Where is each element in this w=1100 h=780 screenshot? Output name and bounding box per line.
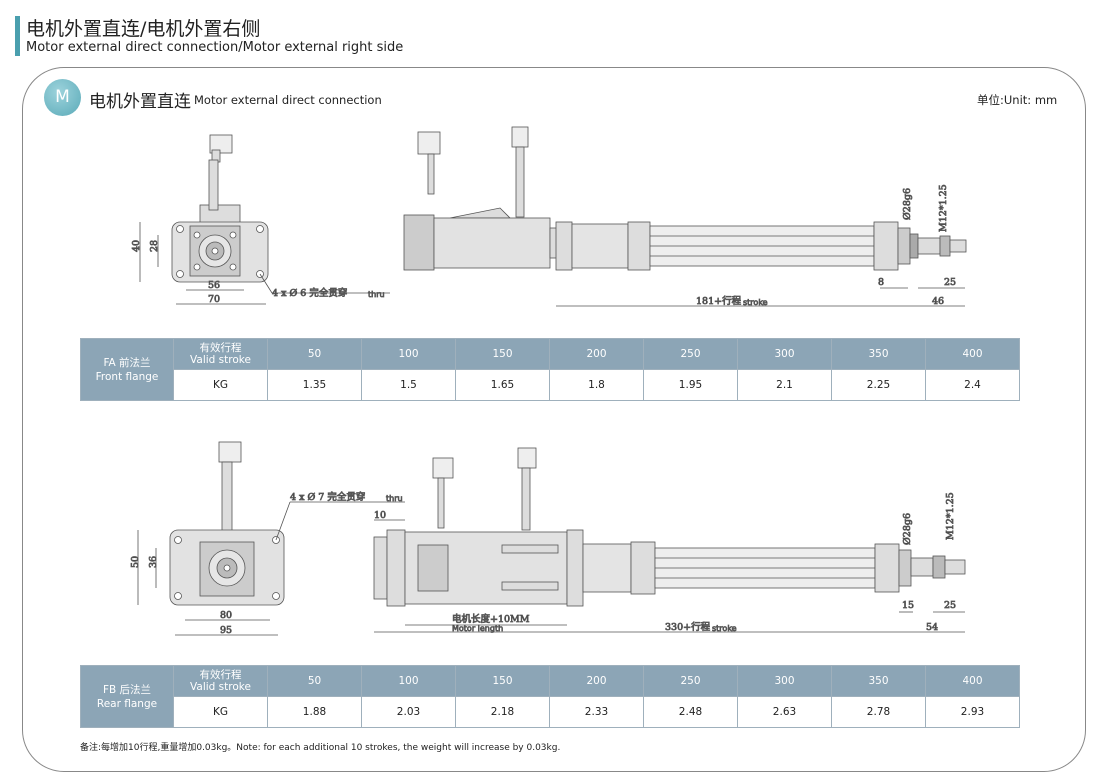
table-row: KG 1.35 1.5 1.65 1.8 1.95 2.1 2.25 2.4	[81, 369, 1020, 401]
svg-text:8: 8	[878, 277, 884, 288]
svg-text:Ø28g6: Ø28g6	[902, 188, 913, 220]
svg-text:4 x Ø 7 完全贯穿: 4 x Ø 7 完全贯穿	[290, 491, 365, 503]
weight-cell: 1.5	[361, 369, 456, 401]
stroke-cell: 350	[831, 338, 926, 370]
stroke-cell: 350	[831, 665, 926, 697]
weight-cell: 1.88	[267, 696, 362, 728]
weight-cell: 2.48	[643, 696, 738, 728]
svg-text:M12*1.25: M12*1.25	[945, 492, 956, 540]
svg-text:Motor length: Motor length	[452, 624, 503, 633]
svg-text:80: 80	[220, 610, 232, 621]
svg-text:电机长度+10MM: 电机长度+10MM	[452, 613, 530, 625]
svg-text:50: 50	[130, 556, 141, 568]
weight-cell: 1.95	[643, 369, 738, 401]
stroke-cell: 250	[643, 338, 738, 370]
weight-cell: 2.1	[737, 369, 832, 401]
svg-text:10: 10	[374, 510, 386, 521]
table-row: KG 1.88 2.03 2.18 2.33 2.48 2.63 2.78 2.…	[81, 696, 1020, 728]
title-accent-bar	[15, 16, 20, 56]
footnote: 备注:每增加10行程,重量增加0.03kg。Note: for each add…	[80, 743, 561, 753]
weight-cell: 2.25	[831, 369, 926, 401]
svg-text:54: 54	[926, 622, 938, 633]
weight-cell: 2.03	[361, 696, 456, 728]
stroke-cell: 250	[643, 665, 738, 697]
unit-label: 单位:Unit: mm	[977, 93, 1058, 107]
svg-text:181+行程: 181+行程	[696, 295, 742, 307]
svg-text:thru: thru	[368, 290, 385, 299]
stroke-cell: 300	[737, 338, 832, 370]
content-panel	[22, 67, 1086, 772]
weight-cell: 2.63	[737, 696, 832, 728]
svg-text:36: 36	[148, 556, 159, 568]
weight-cell: 2.78	[831, 696, 926, 728]
svg-text:70: 70	[208, 294, 220, 305]
section-badge: M	[44, 79, 81, 116]
svg-text:25: 25	[944, 277, 956, 288]
page-title: 电机外置直连/电机外置右侧	[26, 18, 261, 40]
svg-text:46: 46	[932, 296, 944, 307]
stroke-cell: 150	[455, 665, 550, 697]
svg-text:Ø28g6: Ø28g6	[902, 513, 913, 545]
stroke-cell: 300	[737, 665, 832, 697]
svg-text:stroke: stroke	[743, 298, 768, 307]
stroke-cell: 200	[549, 338, 644, 370]
kg-label: KG	[173, 369, 268, 401]
svg-text:330+行程: 330+行程	[665, 621, 711, 633]
svg-text:25: 25	[944, 600, 956, 611]
svg-text:40: 40	[131, 240, 142, 252]
weight-cell: 2.18	[455, 696, 550, 728]
kg-label: KG	[173, 696, 268, 728]
svg-text:stroke: stroke	[712, 624, 737, 633]
stroke-cell: 50	[267, 665, 362, 697]
svg-text:28: 28	[149, 240, 160, 252]
weight-cell: 1.35	[267, 369, 362, 401]
svg-text:4 x Ø 6 完全贯穿: 4 x Ø 6 完全贯穿	[272, 287, 347, 299]
svg-text:95: 95	[220, 625, 232, 636]
section-title: 电机外置直连	[89, 92, 191, 112]
weight-cell: 2.93	[925, 696, 1020, 728]
weight-cell: 2.4	[925, 369, 1020, 401]
svg-text:15: 15	[902, 600, 914, 611]
fa-end-view: 40 28 56 70 4 x Ø 6 完全贯穿 thru	[131, 134, 390, 305]
section-title-en: Motor external direct connection	[194, 93, 382, 107]
weight-cell: 2.33	[549, 696, 644, 728]
page-subtitle: Motor external direct connection/Motor e…	[26, 40, 404, 55]
svg-text:56: 56	[208, 280, 220, 291]
stroke-cell: 100	[361, 338, 456, 370]
fb-end-view: 50 36 80 95 4 x Ø 7 完全贯穿 thru	[130, 441, 405, 636]
stroke-cell: 150	[455, 338, 550, 370]
stroke-cell: 100	[361, 665, 456, 697]
svg-text:M12*1.25: M12*1.25	[938, 184, 949, 232]
stroke-cell: 50	[267, 338, 362, 370]
weight-cell: 1.65	[455, 369, 550, 401]
svg-text:thru: thru	[386, 494, 403, 503]
weight-cell: 1.8	[549, 369, 644, 401]
stroke-cell: 400	[925, 338, 1020, 370]
stroke-cell: 400	[925, 665, 1020, 697]
stroke-cell: 200	[549, 665, 644, 697]
